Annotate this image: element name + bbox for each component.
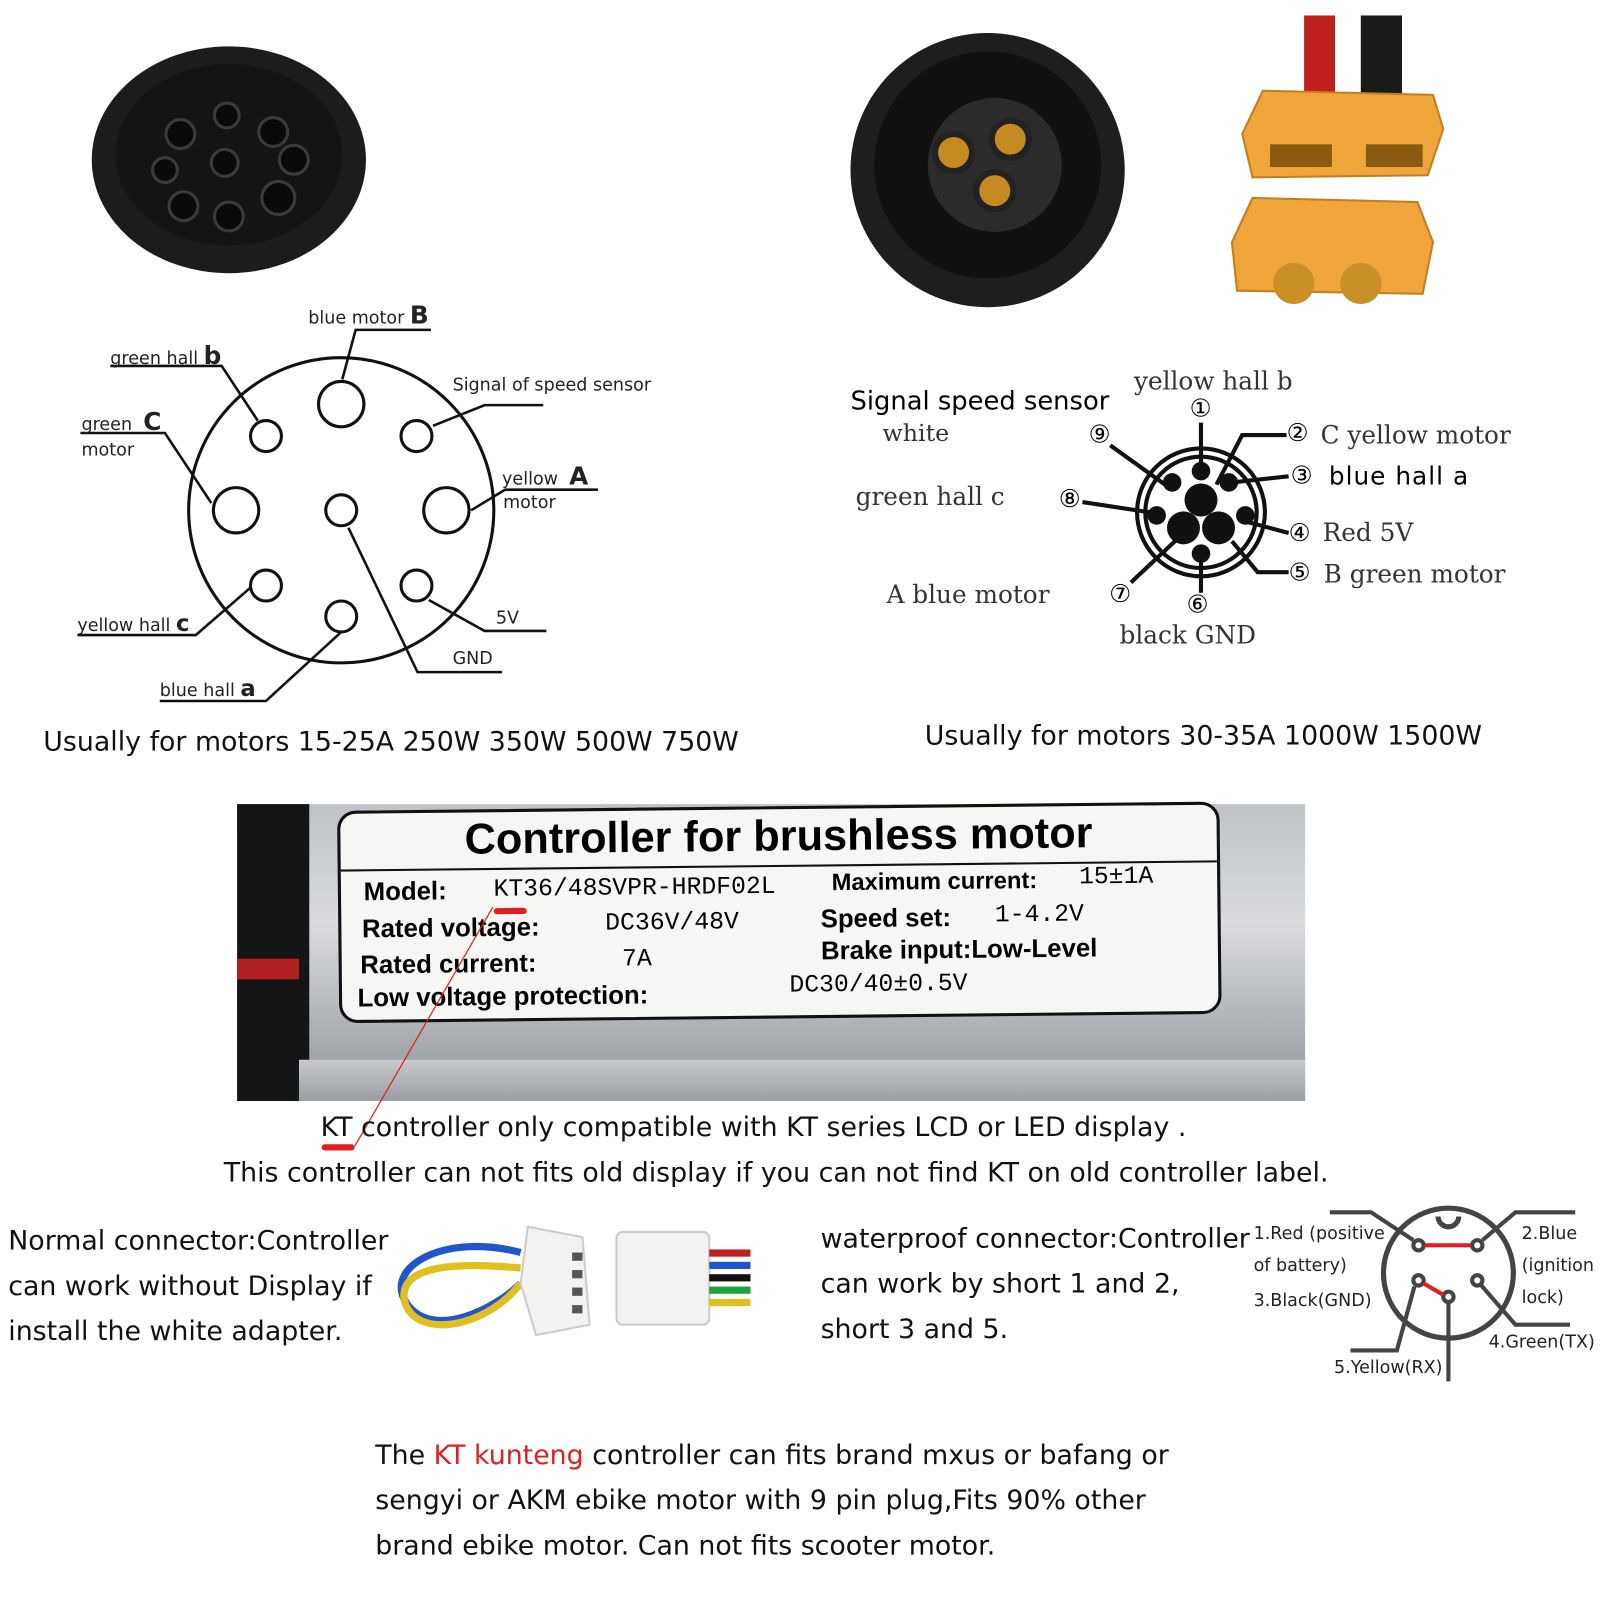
- pin-number-2: ②: [1286, 418, 1309, 448]
- label-yellow-motor-2: motor: [503, 492, 556, 514]
- label-yellow-hall: yellow hall c: [77, 611, 190, 638]
- pin-number-4: ④: [1288, 518, 1311, 548]
- label-black-gnd: black GND: [1119, 620, 1257, 650]
- pin-number-9: ⑨: [1088, 419, 1111, 449]
- plug-pin5-label: 5.Yellow(RX): [1333, 1357, 1443, 1379]
- pin-number-6: ⑥: [1186, 589, 1209, 619]
- right-caption: Usually for motors 30-35A 1000W 1500W: [924, 720, 1482, 752]
- label-green-motor-2: motor: [81, 440, 135, 461]
- label-5v: 5V: [495, 608, 520, 629]
- label-a-blue-motor: A blue motor: [886, 580, 1050, 610]
- label-white: white: [882, 420, 950, 448]
- label-pin5: B green motor: [1323, 559, 1506, 589]
- pin-number-3: ③: [1290, 460, 1313, 490]
- label-blue-motor: blue motor B: [308, 301, 429, 330]
- pin-number-7: ⑦: [1109, 579, 1132, 609]
- plug-pin4-label: 4.Green(TX): [1488, 1331, 1595, 1353]
- label-pin3: blue hall a: [1328, 461, 1470, 491]
- label-signal-speed-sensor: Signal speed sensor: [850, 385, 1110, 416]
- plug-pin3-label: 3.Black(GND): [1253, 1290, 1372, 1312]
- label-blue-hall: blue hall a: [159, 676, 256, 703]
- label-yellow-hall-b: yellow hall b: [1133, 367, 1293, 396]
- label-green-hall: green hall b: [110, 341, 222, 371]
- kt-compat-note: KT controller only compatible with KT se…: [320, 1112, 1187, 1144]
- label-pin4: Red 5V: [1322, 518, 1414, 548]
- compatibility-paragraph: The KT kunteng controller can fits brand…: [375, 1440, 1169, 1562]
- left-caption: Usually for motors 15-25A 250W 350W 500W…: [43, 726, 739, 758]
- pin-number-8: ⑧: [1058, 484, 1081, 514]
- label-green-hall-c: green hall c: [855, 482, 1005, 512]
- label-yellow-motor: yellow A: [502, 461, 589, 491]
- old-display-note: This controller can not fits old display…: [223, 1157, 1329, 1189]
- label-pin2: C yellow motor: [1320, 420, 1511, 450]
- label-gnd: GND: [452, 648, 493, 670]
- pin-number-1: ①: [1189, 393, 1212, 423]
- pin-number-5: ⑤: [1288, 557, 1311, 587]
- label-speed-sensor: Signal of speed sensor: [452, 375, 652, 396]
- label-green-motor: green C: [81, 407, 162, 437]
